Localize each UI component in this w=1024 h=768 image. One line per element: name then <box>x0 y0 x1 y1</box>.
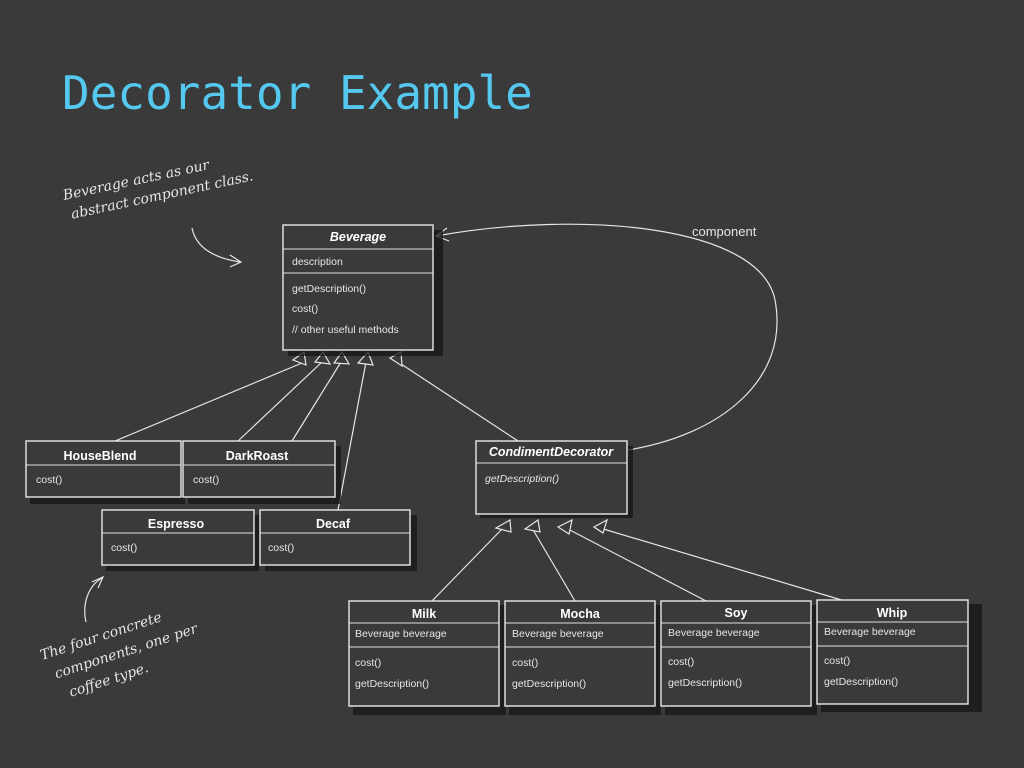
class-soy-method-1: getDescription() <box>668 677 742 689</box>
arrowhead-3 <box>332 350 351 365</box>
class-milk-name: Milk <box>412 607 436 621</box>
note-concrete-arrowhead <box>91 575 105 589</box>
edge-condiment-beverage <box>397 361 519 442</box>
class-mocha-method-0: cost() <box>512 657 538 669</box>
edges <box>114 223 846 602</box>
class-houseblend-name: HouseBlend <box>64 449 137 463</box>
class-decaf-name: Decaf <box>316 517 351 531</box>
arrowhead-2 <box>313 350 332 365</box>
note-beverage-arrow <box>191 227 241 263</box>
class-beverage-name: Beverage <box>330 230 386 244</box>
class-houseblend-method-0: cost() <box>36 474 62 486</box>
edge-whip-condiment <box>599 527 846 602</box>
edge-espresso-beverage <box>291 361 342 442</box>
class-whip-name: Whip <box>877 606 908 620</box>
note-concrete: The four concrete components, one per co… <box>38 609 200 700</box>
association-label: component <box>692 224 757 239</box>
arrowhead-8 <box>556 518 573 535</box>
class-milk-attr-0: Beverage beverage <box>355 628 447 640</box>
class-whip-attr-0: Beverage beverage <box>824 626 916 638</box>
class-espresso[interactable]: Espresso cost() <box>101 509 259 571</box>
class-mocha[interactable]: Mocha Beverage beverage cost() getDescri… <box>504 600 661 715</box>
class-beverage-method-2: // other useful methods <box>292 324 399 336</box>
class-soy[interactable]: Soy Beverage beverage cost() getDescript… <box>660 600 817 715</box>
class-whip-method-0: cost() <box>824 655 850 667</box>
class-houseblend[interactable]: HouseBlend cost() <box>25 440 185 504</box>
class-condiment-name: CondimentDecorator <box>489 445 614 459</box>
class-condiment-method-0: getDescription() <box>485 473 559 485</box>
slide-title: Decorator Example <box>62 66 533 120</box>
class-darkroast-method-0: cost() <box>193 474 219 486</box>
class-mocha-name: Mocha <box>560 607 601 621</box>
edge-milk-condiment <box>431 527 504 602</box>
class-beverage-method-0: getDescription() <box>292 283 366 295</box>
arrowhead-7 <box>523 518 541 533</box>
class-condimentdecorator[interactable]: CondimentDecorator getDescription() <box>475 440 633 518</box>
class-soy-method-0: cost() <box>668 656 694 668</box>
arrowhead-6 <box>494 519 512 533</box>
class-espresso-name: Espresso <box>148 517 205 531</box>
edge-houseblend-beverage <box>114 362 303 442</box>
class-espresso-method-0: cost() <box>111 542 137 554</box>
class-decaf[interactable]: Decaf cost() <box>259 509 417 571</box>
class-beverage-attr-0: description <box>292 256 343 268</box>
class-milk-method-1: getDescription() <box>355 678 429 690</box>
class-milk-method-0: cost() <box>355 657 381 669</box>
edge-component-association <box>435 223 778 451</box>
edge-decaf-beverage <box>337 361 367 511</box>
edge-darkroast-beverage <box>237 361 323 442</box>
note-beverage: Beverage acts as our abstract component … <box>61 157 255 223</box>
note-beverage-arrowhead <box>229 254 243 268</box>
class-soy-name: Soy <box>725 606 748 620</box>
class-soy-attr-0: Beverage beverage <box>668 627 760 639</box>
edge-soy-condiment <box>565 527 707 602</box>
class-milk[interactable]: Milk Beverage beverage cost() getDescrip… <box>348 600 506 715</box>
note-concrete-arrow <box>84 577 103 623</box>
class-beverage[interactable]: Beverage description getDescription() co… <box>282 224 443 356</box>
class-whip-method-1: getDescription() <box>824 676 898 688</box>
class-decaf-method-0: cost() <box>268 542 294 554</box>
class-mocha-attr-0: Beverage beverage <box>512 628 604 640</box>
class-darkroast-name: DarkRoast <box>226 449 289 463</box>
edge-mocha-condiment <box>531 527 576 602</box>
arrowhead-9 <box>592 518 609 534</box>
class-whip[interactable]: Whip Beverage beverage cost() getDescrip… <box>816 599 982 712</box>
class-beverage-method-1: cost() <box>292 303 318 315</box>
class-darkroast[interactable]: DarkRoast cost() <box>182 440 341 504</box>
class-mocha-method-1: getDescription() <box>512 678 586 690</box>
